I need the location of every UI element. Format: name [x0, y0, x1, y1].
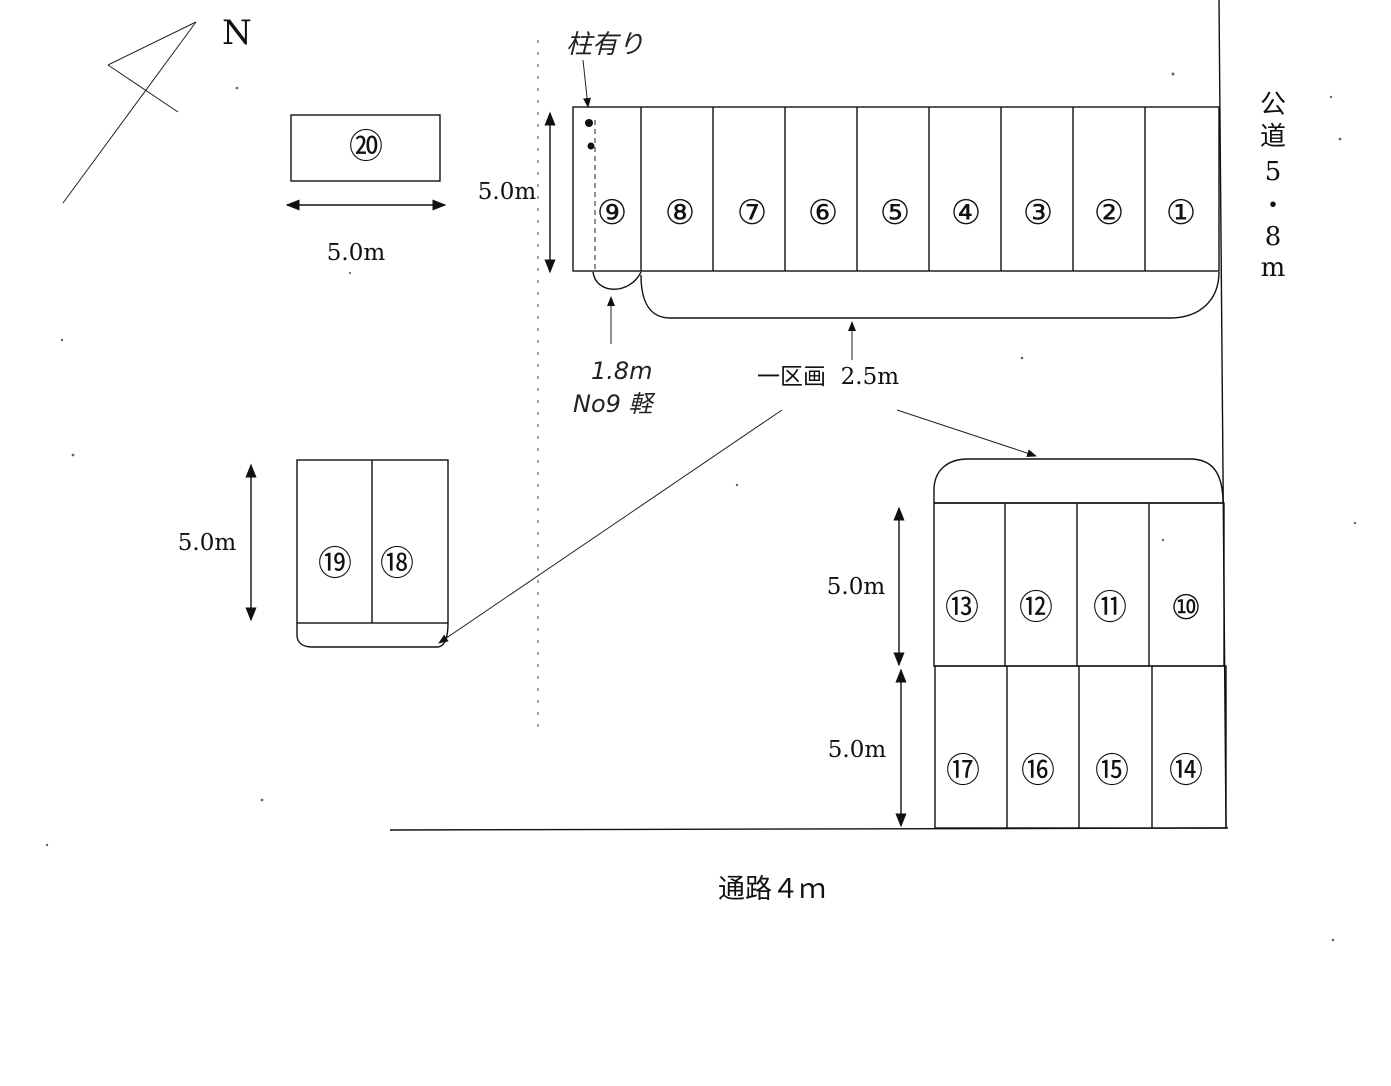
space20-width-label: 5.0m: [327, 240, 386, 266]
no9-width-note: 1.8m: [591, 357, 653, 385]
north-compass: N: [62, 13, 252, 204]
space-number-1: ①: [1166, 193, 1196, 233]
space-number-2: ②: [1094, 193, 1124, 233]
pillar-marker: [585, 119, 593, 127]
space-number-20: ⑳: [349, 127, 383, 167]
svg-text:道: 道: [1260, 122, 1286, 152]
public-road-label: 公 道 5 ・ 8 m: [1260, 90, 1286, 283]
svg-text:公: 公: [1260, 90, 1286, 120]
left-block-depth-label: 5.0m: [178, 530, 237, 556]
space-number-4: ④: [951, 193, 981, 233]
passage-label: 通路４ｍ: [718, 874, 826, 905]
space-number-8: ⑧: [665, 193, 695, 233]
space-number-10: ⑩: [1171, 588, 1201, 628]
pointer-to-left-block: [438, 409, 783, 644]
space-number-12: ⑫: [1019, 588, 1053, 628]
pillar-marker: [587, 142, 595, 150]
space-number-6: ⑥: [808, 193, 838, 233]
top-row-block: [572, 106, 1220, 319]
scan-noise: [45, 72, 1357, 942]
right-road-boundary: [1218, 0, 1227, 829]
space-number-3: ③: [1023, 193, 1053, 233]
space-number-5: ⑤: [880, 193, 910, 233]
pointer-to-right-block: [896, 409, 1037, 457]
section-width-label: 一区画 2.5m: [757, 364, 899, 390]
right-lower-depth-label: 5.0m: [828, 737, 887, 763]
space-number-16: ⑯: [1021, 751, 1055, 791]
north-label: N: [222, 13, 252, 53]
space-number-14: ⑭: [1169, 751, 1203, 791]
pillar-note: 柱有り: [566, 30, 644, 60]
space-number-13: ⑬: [945, 588, 979, 628]
svg-text:8: 8: [1265, 222, 1282, 252]
space-number-9: ⑨: [597, 193, 627, 233]
parking-space-20: [290, 114, 441, 182]
left-block: [296, 459, 449, 648]
svg-text:m: m: [1261, 253, 1286, 283]
right-block: [933, 458, 1227, 829]
space-number-18: ⑱: [380, 544, 414, 584]
space-number-19: ⑲: [318, 544, 352, 584]
no9-kei-note: No9 軽: [573, 390, 656, 418]
space-number-15: ⑮: [1095, 751, 1129, 791]
space-number-11: ⑪: [1093, 588, 1127, 628]
space-number-7: ⑦: [737, 193, 767, 233]
right-upper-depth-label: 5.0m: [827, 574, 886, 600]
space-number-17: ⑰: [946, 751, 980, 791]
svg-text:5: 5: [1265, 157, 1282, 187]
top-row-depth-label: 5.0m: [478, 179, 537, 205]
svg-text:・: ・: [1260, 191, 1286, 221]
